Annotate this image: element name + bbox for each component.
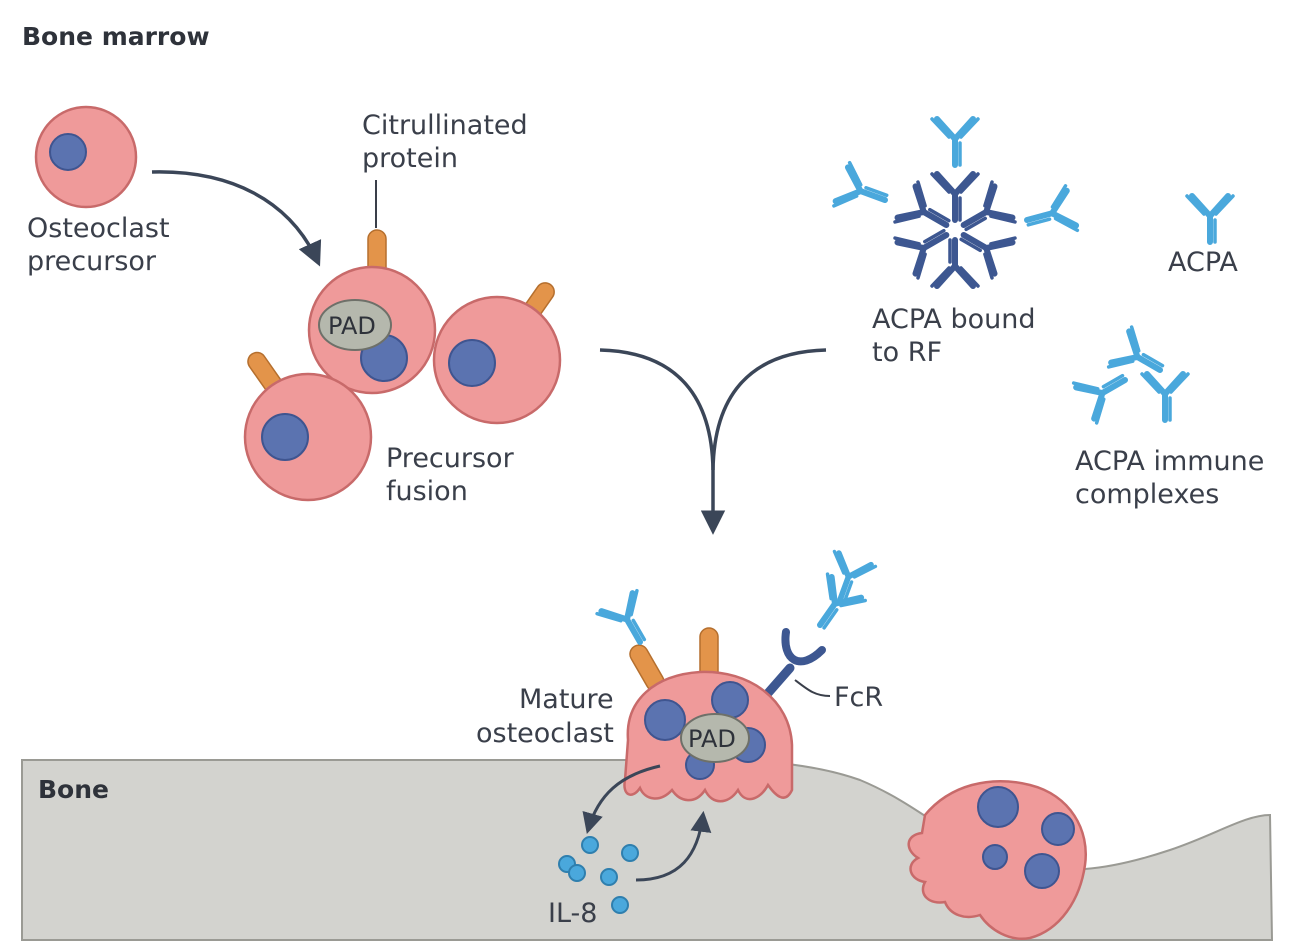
osteoclast-precursor-cell [34,105,138,209]
precursor-fusion-cluster [243,229,562,502]
acpa-immune-complex [1074,327,1188,423]
acpa-immune-complexes-label-line2: complexes [1075,479,1219,510]
resorbing-osteoclast-cell [907,780,1087,941]
arrow-il8-uptake [635,810,712,882]
acpa-bound-rf-label-line2: to RF [872,337,942,368]
il8-molecules [558,836,639,914]
acpa-antibody [1187,196,1233,242]
il8-label: IL-8 [548,898,597,929]
pad-label-mature: PAD [688,725,736,753]
arrow-il8-release [582,764,661,835]
acpa-immune-complexes-label-line1: ACPA immune [1075,446,1264,477]
citrullinated-protein-label-line1: Citrullinated [362,110,528,141]
precursor-fusion-label-line1: Precursor [386,443,515,474]
osteoclast-precursor-label-line2: precursor [27,246,157,277]
region-bone-label: Bone [38,775,109,804]
fcr-label: FcR [834,682,883,713]
mature-osteoclast-label-line2: osteoclast [476,718,614,749]
precursor-fusion-label-line2: fusion [386,476,468,507]
arrow-converge-right [700,348,827,535]
acpa-label: ACPA [1168,247,1238,278]
pad-label-precursor: PAD [328,312,376,340]
arrow-converge-left [599,348,715,471]
region-bone-marrow-label: Bone marrow [22,22,210,51]
acpa-bound-rf-label-line1: ACPA bound [872,304,1035,335]
arrow-precursor-to-fusion [151,170,322,267]
mature-osteoclast-label-line1: Mature [519,684,614,715]
acpa-rf-complex [834,119,1077,286]
citrullinated-protein-label-line2: protein [362,143,458,174]
fcr-leader [794,679,831,697]
mature-osteoclast-cell [597,551,875,803]
osteoclast-precursor-label-line1: Osteoclast [27,213,170,244]
